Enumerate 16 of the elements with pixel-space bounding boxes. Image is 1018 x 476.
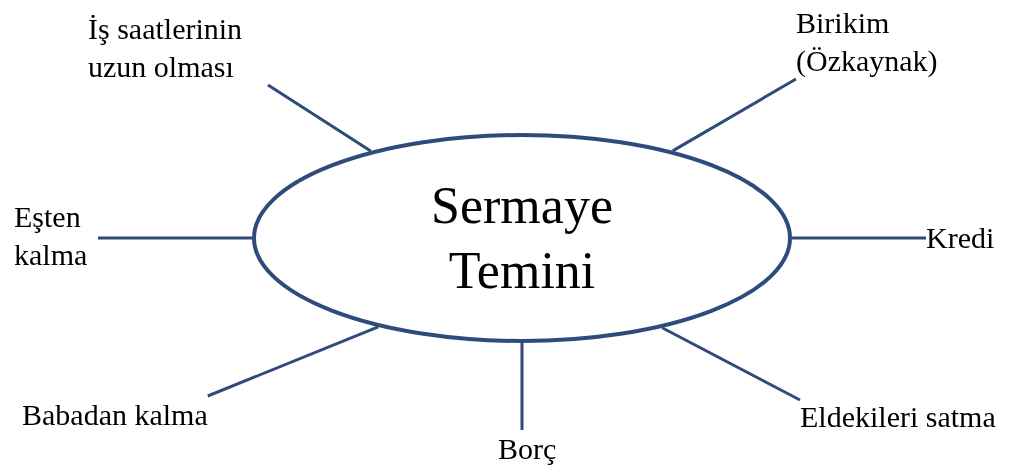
connector-line <box>520 343 524 430</box>
node-label: Kredi <box>926 220 995 256</box>
connector-line <box>671 77 797 153</box>
node-label: Eşten kalma <box>14 199 89 273</box>
connector-line <box>98 236 252 240</box>
node-label: Babadan kalma <box>22 397 208 433</box>
connector-line <box>207 325 379 398</box>
ellipse-shape <box>252 133 792 343</box>
connector-line <box>267 83 372 153</box>
connector-line <box>792 236 926 240</box>
node-label: Borç <box>498 431 557 467</box>
node-label: Birikim (Özkaynak) <box>796 5 939 79</box>
node-label: Eldekileri satma <box>800 399 996 435</box>
node-label: Sermaye Temini <box>430 176 614 301</box>
node-label: İş saatlerinin uzun olması <box>88 11 244 85</box>
connector-line <box>661 326 801 402</box>
